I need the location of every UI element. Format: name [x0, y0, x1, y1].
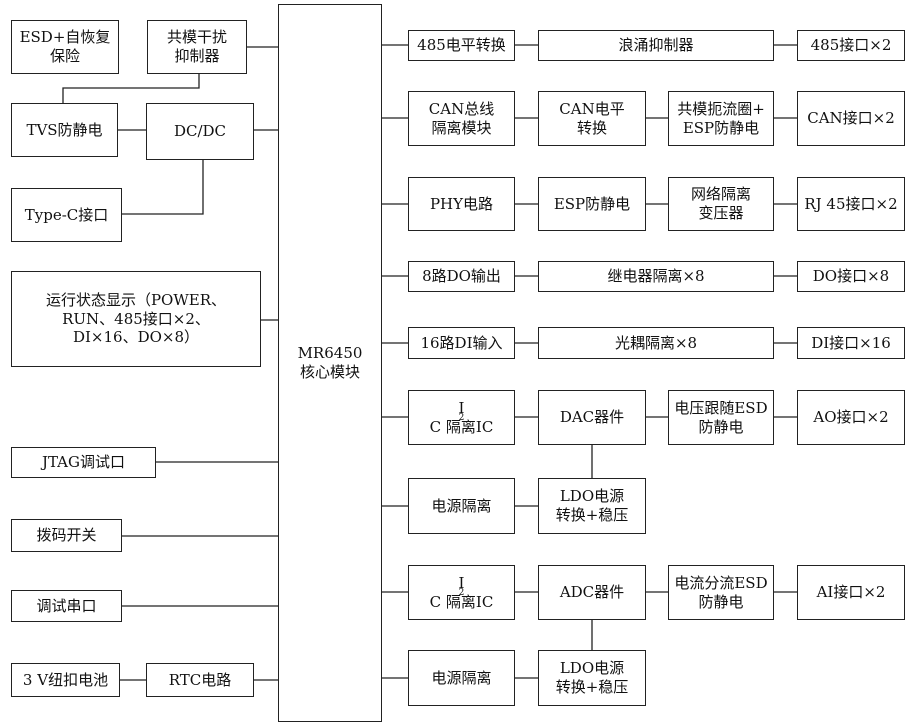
adc-box: ADC器件	[538, 565, 646, 620]
ao-power-isolation-box: 电源隔离	[408, 478, 515, 534]
rs485-level-box: 485电平转换	[408, 30, 515, 61]
jtag-box: JTAG调试口	[11, 447, 156, 478]
di-input-box: 16路DI输入	[408, 327, 515, 359]
debug-serial-box: 调试串口	[11, 590, 122, 622]
can-isolation-box: CAN总线 隔离模块	[408, 91, 515, 146]
relay-isolation-box: 继电器隔离×8	[538, 261, 774, 292]
dac-box: DAC器件	[538, 390, 646, 445]
tvs-box: TVS防静电	[11, 103, 118, 157]
do-output-box: 8路DO输出	[408, 261, 515, 292]
ai-ldo-box: LDO电源 转换+稳压	[538, 650, 646, 706]
dcdc-box: DC/DC	[146, 103, 254, 160]
rs485-port-box: 485接口×2	[797, 30, 905, 61]
current-shunt-esd-box: 电流分流ESD 防静电	[668, 565, 774, 620]
wire-dcdc-typec	[122, 160, 204, 215]
di-port-box: DI接口×16	[797, 327, 905, 359]
dip-switch-box: 拨码开关	[11, 519, 122, 552]
common-mode-filter-box: 共模干扰 抑制器	[147, 20, 247, 74]
status-display-box: 运行状态显示（POWER、 RUN、485接口×2、 DI×16、DO×8）	[11, 271, 261, 367]
ai-port-box: AI接口×2	[797, 565, 905, 620]
typec-box: Type-C接口	[11, 188, 122, 242]
ai-power-isolation-box: 电源隔离	[408, 650, 515, 706]
can-level-box: CAN电平 转换	[538, 91, 646, 146]
can-port-box: CAN接口×2	[797, 91, 905, 146]
ao-ldo-box: LDO电源 转换+稳压	[538, 478, 646, 534]
can-choke-box: 共模扼流圈+ ESP防静电	[668, 91, 774, 146]
wire-cmfilter-tvs	[62, 74, 200, 103]
battery-box: 3 V纽扣电池	[11, 663, 120, 697]
phy-box: PHY电路	[408, 177, 515, 231]
surge-suppressor-box: 浪涌抑制器	[538, 30, 774, 61]
voltage-follower-esd-box: 电压跟随ESD 防静电	[668, 390, 774, 445]
phy-esp-box: ESP防静电	[538, 177, 646, 231]
optocoupler-box: 光耦隔离×8	[538, 327, 774, 359]
rj45-port-box: RJ 45接口×2	[797, 177, 905, 231]
ao-port-box: AO接口×2	[797, 390, 905, 445]
do-port-box: DO接口×8	[797, 261, 905, 292]
core-module-box: MR6450 核心模块	[278, 4, 382, 722]
esd-fuse-box: ESD+自恢复 保险	[11, 20, 119, 74]
rtc-box: RTC电路	[146, 663, 254, 697]
net-transformer-box: 网络隔离 变压器	[668, 177, 774, 231]
